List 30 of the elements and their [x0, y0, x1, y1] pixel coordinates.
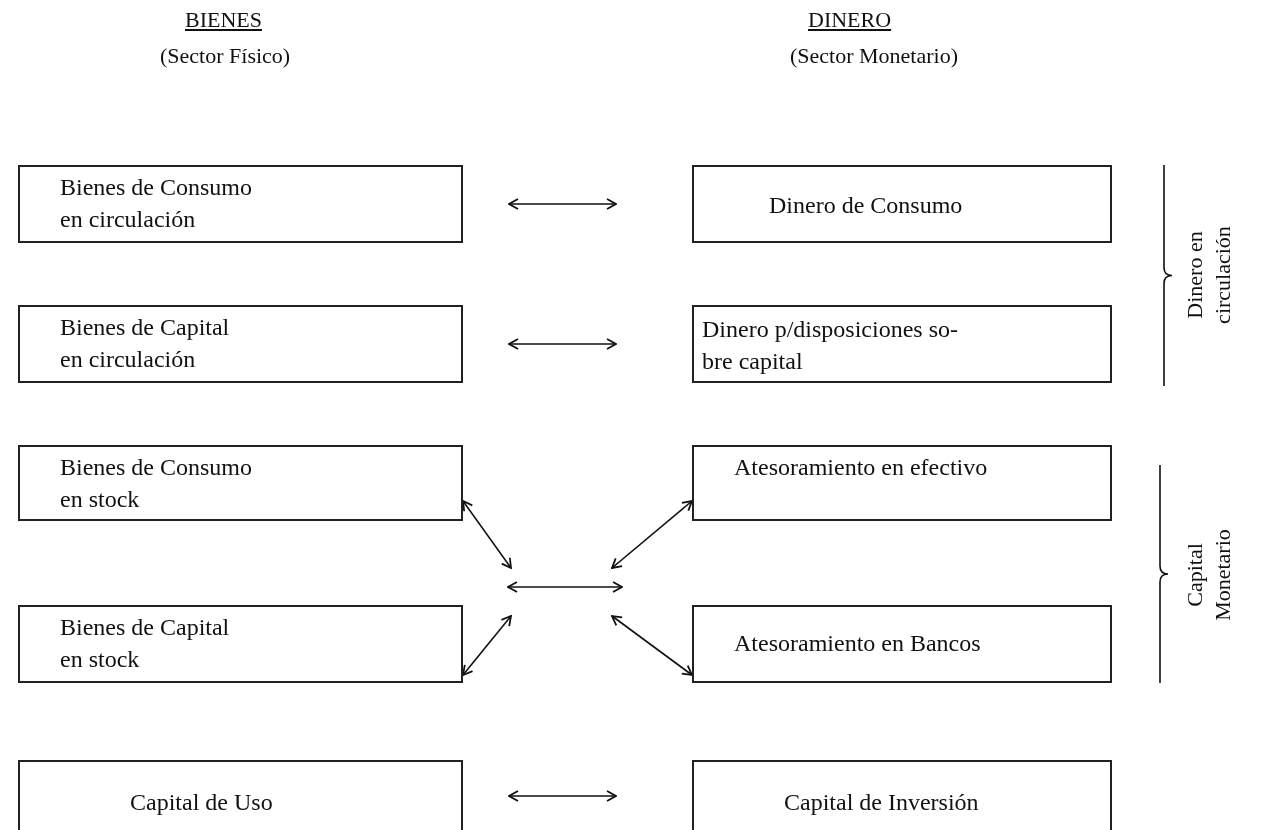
- bracket-label: Dinero en circulación: [1181, 225, 1236, 326]
- box-text: Capital de Inversión: [784, 788, 980, 817]
- process-box: [692, 760, 1112, 830]
- box-text: Bienes de Capital en circulación: [60, 313, 231, 374]
- column-heading: (Sector Monetario): [790, 42, 958, 70]
- box-text: Bienes de Capital en stock: [60, 613, 231, 674]
- process-box: [18, 760, 463, 830]
- box-text: Bienes de Consumo en circulación: [60, 173, 253, 234]
- process-box: [18, 165, 463, 243]
- process-box: [18, 605, 463, 683]
- box-text: Dinero p/disposiciones so- bre capital: [702, 315, 959, 376]
- double-arrow: [611, 615, 693, 676]
- process-box: [692, 445, 1112, 521]
- box-text: Atesoramiento en Bancos: [734, 629, 982, 658]
- column-heading: (Sector Físico): [160, 42, 291, 70]
- column-heading: BIENES: [185, 6, 262, 34]
- box-text: Capital de Uso: [130, 788, 274, 817]
- process-box: [18, 445, 463, 521]
- column-heading: DINERO: [808, 6, 892, 34]
- process-box: [692, 305, 1112, 383]
- process-box: [18, 305, 463, 383]
- process-box: [692, 605, 1112, 683]
- box-text: Bienes de Consumo en stock: [60, 453, 253, 514]
- bracket-label: Capital Monetario: [1181, 528, 1236, 623]
- double-arrow: [462, 615, 512, 676]
- box-text: Dinero de Consumo: [769, 191, 964, 220]
- box-text: Atesoramiento en efectivo: [734, 453, 989, 482]
- double-arrow: [611, 500, 693, 569]
- double-arrow: [462, 500, 512, 569]
- process-box: [692, 165, 1112, 243]
